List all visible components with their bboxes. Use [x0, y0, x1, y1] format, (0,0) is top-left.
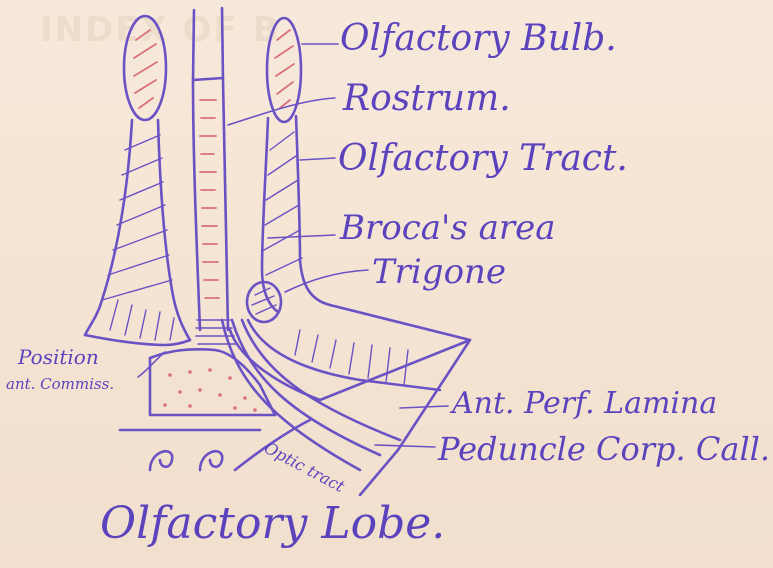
label-trigone: Trigone [372, 252, 506, 292]
label-olfactory-tract: Olfactory Tract. [338, 138, 628, 179]
label-brocas-area: Broca's area [340, 208, 556, 248]
label-position: Position [18, 345, 99, 369]
left-olfactory-bulb [124, 16, 166, 120]
label-peduncle-corp-call: Peduncle Corp. Call. [438, 430, 770, 468]
anterior-commissure-region [150, 349, 275, 415]
anterior-perforated-lamina [230, 305, 470, 400]
right-olfactory-bulb [267, 18, 301, 122]
peduncle-corpus-callosum [222, 320, 470, 495]
left-olfactory-tract [85, 120, 190, 345]
label-ant-commiss: ant. Commiss. [6, 375, 114, 393]
label-olfactory-bulb: Olfactory Bulb. [340, 18, 617, 59]
label-ant-perf-lamina: Ant. Perf. Lamina [452, 386, 717, 421]
caption-olfactory-lobe: Olfactory Lobe. [100, 498, 445, 549]
rostrum [193, 8, 236, 344]
label-rostrum: Rostrum. [343, 78, 511, 119]
